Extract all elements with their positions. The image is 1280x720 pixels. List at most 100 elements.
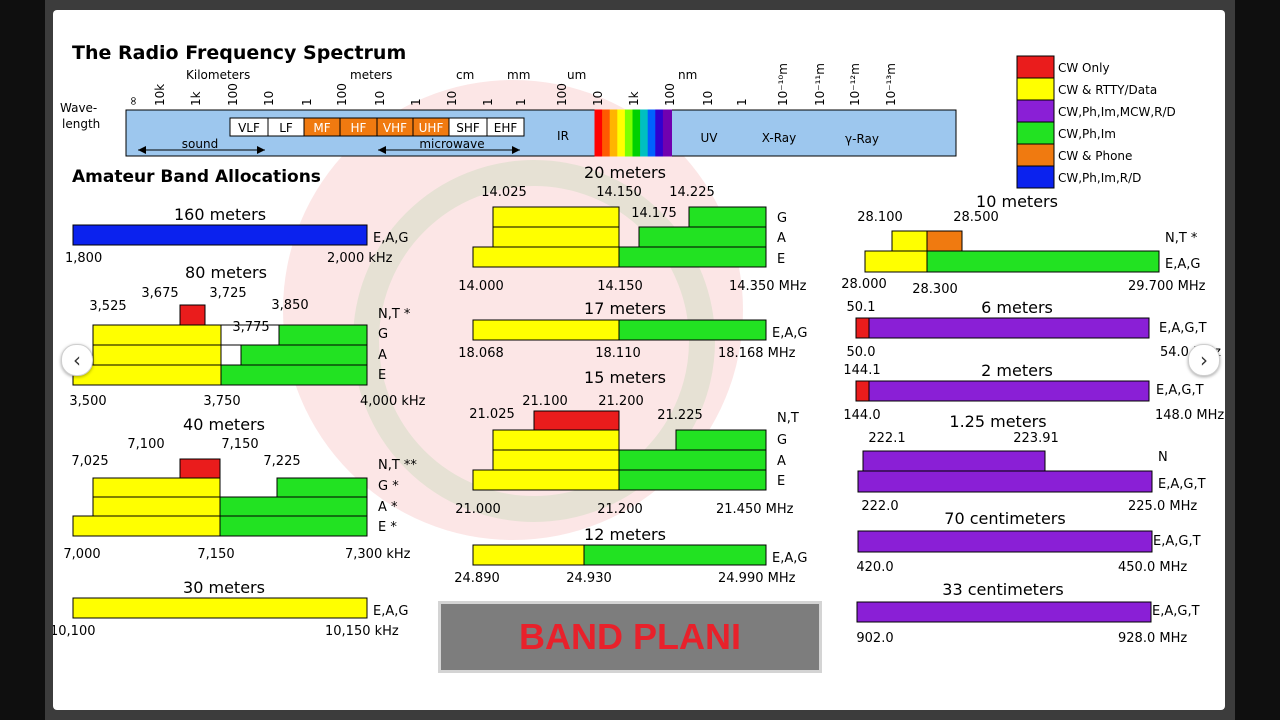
band-segment: [926, 230, 963, 252]
uv-label: UV: [701, 131, 719, 145]
wavelength-tick: 1: [481, 98, 495, 106]
band-segment: [472, 544, 585, 566]
freq-label: 223.91: [1013, 431, 1059, 446]
freq-label: 14.350 MHz: [729, 279, 807, 294]
right-letterbox: [1235, 0, 1280, 720]
freq-label: 225.0 MHz: [1128, 499, 1197, 514]
band-segment: [862, 450, 1046, 472]
radio-band-label: VHF: [383, 121, 407, 135]
visible-spectrum-stripe: [647, 109, 657, 157]
wavelength-tick: 100: [226, 83, 240, 106]
wavelength-tick: 10⁻¹³m: [884, 63, 898, 106]
band-title: 10 meters: [976, 192, 1058, 211]
radio-band-label: VLF: [238, 121, 260, 135]
class-label: E,A,G: [772, 326, 807, 341]
band-segment: [926, 250, 1160, 273]
class-label: A *: [378, 500, 398, 515]
class-label: N: [1158, 450, 1168, 465]
radio-band-label: SHF: [456, 121, 480, 135]
freq-label: 420.0: [856, 560, 893, 575]
band-segment: [856, 601, 1152, 623]
radio-band-label: UHF: [419, 121, 444, 135]
next-slide-button[interactable]: ›: [1188, 344, 1220, 376]
legend-label: CW,Ph,Im: [1058, 127, 1116, 141]
class-label: E: [777, 474, 785, 489]
wavelength-tick: 1: [300, 98, 314, 106]
radio-band-label: HF: [351, 121, 367, 135]
freq-label: 3,850: [271, 298, 308, 313]
freq-label: 450.0 MHz: [1118, 560, 1187, 575]
band-title: 20 meters: [584, 163, 666, 182]
band-segment: [492, 206, 620, 228]
class-label: E,A,G,T: [1152, 604, 1200, 619]
radio-band-label: MF: [313, 121, 330, 135]
band-title: 160 meters: [174, 205, 266, 224]
band-title: 15 meters: [584, 368, 666, 387]
visible-spectrum-stripe: [655, 109, 665, 157]
freq-label: 21.450 MHz: [716, 502, 794, 517]
freq-label: 14.150: [597, 279, 643, 294]
band-title: 6 meters: [981, 298, 1053, 317]
band-segment: [533, 410, 620, 431]
freq-label: 14.175: [631, 206, 677, 221]
freq-label: 10,150 kHz: [325, 624, 399, 639]
microwave-label: microwave: [419, 137, 484, 151]
xray-label: X-Ray: [762, 131, 796, 145]
band-segment: [638, 226, 767, 248]
freq-label: 28.100: [857, 210, 903, 225]
freq-label: 7,150: [221, 437, 258, 452]
wavelength-label: Wave-: [60, 101, 97, 115]
band-segment: [864, 250, 928, 273]
band-segment: [618, 449, 767, 471]
wavelength-tick: 10⁻¹¹m: [813, 63, 827, 106]
freq-label: 18.110: [595, 346, 641, 361]
wavelength-tick: 10⁻¹⁰m: [776, 63, 790, 106]
class-label: E,A,G,T: [1159, 321, 1207, 336]
arrow-head: [138, 146, 146, 154]
wavelength-tick: 1: [514, 98, 528, 106]
legend-label: CW & RTTY/Data: [1058, 83, 1157, 97]
freq-label: 902.0: [856, 631, 893, 646]
class-label: N,T: [777, 411, 799, 426]
wavelength-tick: 100: [335, 83, 349, 106]
wavelength-tick: 10: [262, 91, 276, 106]
freq-label: 7,150: [197, 547, 234, 562]
band-segment: [92, 496, 221, 517]
class-label: E,A,G,T: [1156, 383, 1204, 398]
band-segment: [857, 530, 1153, 553]
freq-label: 28.500: [953, 210, 999, 225]
band-segment: [868, 380, 1150, 402]
wavelength-tick: 100: [555, 83, 569, 106]
class-label: A: [777, 231, 786, 246]
radio-band-box: [486, 117, 525, 137]
band-title: 30 meters: [183, 578, 265, 597]
freq-label: 3,500: [69, 394, 106, 409]
freq-label: 3,775: [232, 320, 269, 335]
class-label: N,T *: [378, 307, 411, 322]
unit-label: cm: [456, 68, 474, 82]
band-segment: [92, 477, 221, 498]
band-segment: [618, 469, 767, 491]
freq-label: 14.150: [596, 185, 642, 200]
prev-slide-button[interactable]: ‹: [61, 344, 93, 376]
freq-label: 21.000: [455, 502, 501, 517]
band-segment: [891, 230, 928, 252]
arrow-head: [378, 146, 386, 154]
wavelength-tick: 10: [701, 91, 715, 106]
unit-label: meters: [350, 68, 392, 82]
band-segment: [492, 429, 620, 451]
band-segment: [868, 317, 1150, 339]
class-label: E,A,G: [373, 231, 408, 246]
band-segment: [179, 304, 206, 326]
visible-spectrum-stripe: [632, 109, 642, 157]
class-label: N,T **: [378, 458, 417, 473]
class-label: E: [378, 368, 386, 383]
wavelength-tick: 10: [373, 91, 387, 106]
freq-label: 1,800: [65, 251, 102, 266]
freq-label: 28.300: [912, 282, 958, 297]
band-title: 33 centimeters: [942, 580, 1063, 599]
gamma-label: γ-Ray: [845, 132, 879, 146]
band-segment: [492, 449, 620, 471]
visible-spectrum-stripe: [662, 109, 673, 157]
